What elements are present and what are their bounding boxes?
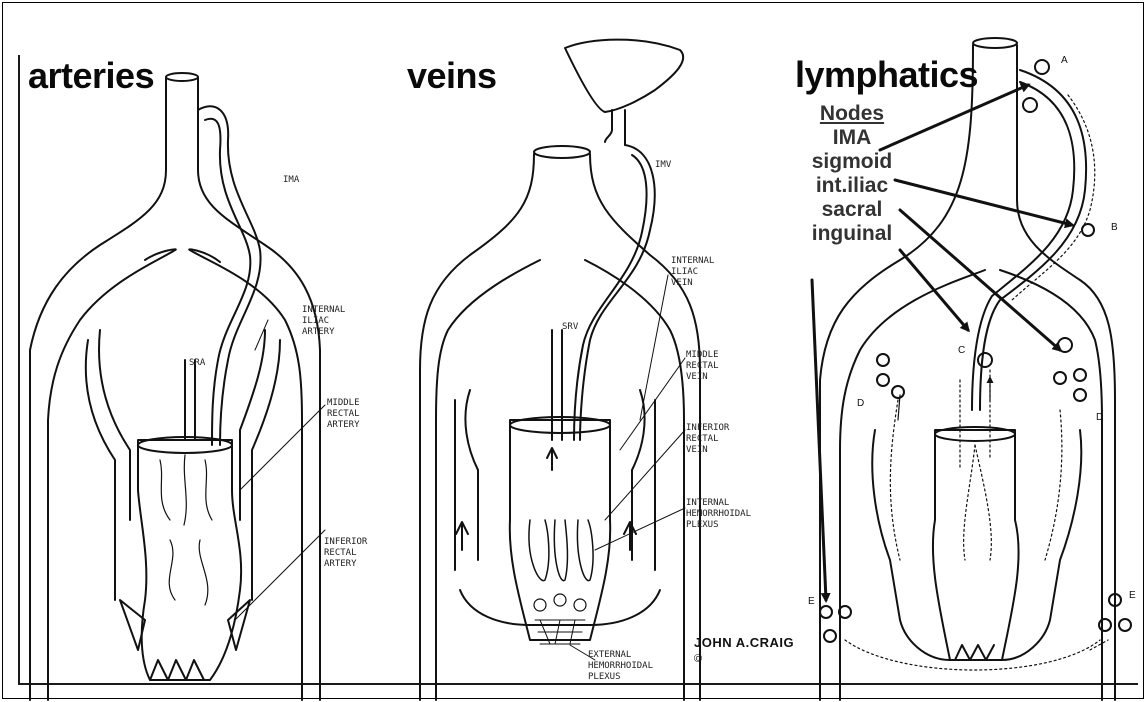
lymph-node-c: [978, 353, 992, 367]
letter-d-left: D: [857, 398, 864, 409]
right-internal-iliac-outer: [252, 340, 280, 600]
arrow-sigmoid: [895, 180, 1072, 225]
arteries-title: arteries: [28, 58, 154, 94]
label-inferior-rectal-artery: INFERIOR RECTAL ARTERY: [324, 537, 367, 570]
lymph-node-d-left-3: [892, 386, 904, 398]
ima-vessel-inner: [205, 119, 250, 445]
lymph-nodes-list: Nodes IMA sigmoid int.iliac sacral ingui…: [796, 102, 908, 246]
lymph-aorta-opening: [973, 38, 1017, 48]
copyright-symbol: ©: [694, 653, 702, 665]
left-vein-inner: [436, 260, 540, 700]
cava-left-wall: [420, 154, 534, 700]
lymph-node-e-right-2: [1099, 619, 1111, 631]
lymph-rectum: [933, 430, 1019, 660]
hemorrhoidal-columns: [529, 520, 593, 581]
label-external-hemorrhoidal-plexus: EXTERNAL HEMORRHOIDAL PLEXUS: [588, 650, 653, 683]
lymph-node-a: [1035, 60, 1049, 74]
aorta-left-wall: [30, 78, 166, 700]
node-label-inguinal: inguinal: [796, 222, 908, 246]
arteries-leaders: [235, 320, 325, 620]
imv-vessel: [580, 145, 655, 440]
lymph-node-d-left-2: [877, 374, 889, 386]
anal-folds: [150, 660, 204, 680]
lymph-node-d-right-3: [1074, 389, 1086, 401]
letter-d-right: D: [1096, 412, 1103, 423]
lymph-ima: [980, 70, 1086, 410]
left-iliac-inner: [48, 250, 175, 700]
cava-opening: [534, 146, 590, 158]
label-middle-rectal-vein: MIDDLE RECTAL VEIN: [686, 350, 719, 383]
portal-vein: [605, 110, 625, 145]
letter-b: B: [1111, 222, 1118, 233]
label-imv: IMV: [655, 160, 671, 171]
node-label-ima: IMA: [796, 126, 908, 150]
imv-vessel-inner: [574, 155, 647, 440]
veins-drawing: [420, 40, 700, 700]
lymph-side-left: [872, 430, 950, 660]
label-internal-iliac-vein: INTERNAL ILIAC VEIN: [671, 256, 714, 289]
nodes-heading: Nodes: [796, 102, 908, 126]
lymph-node-e-right-3: [1119, 619, 1131, 631]
rectum-body: [138, 440, 241, 680]
label-srv: SRV: [562, 322, 578, 333]
external-plexus-b: [554, 594, 566, 606]
label-ima-artery: IMA: [283, 175, 299, 186]
srv-vessel: [552, 330, 562, 440]
letter-a: A: [1061, 55, 1068, 66]
artist-signature: JOHN A.CRAIG: [694, 635, 794, 650]
lymph-ima-inner: [972, 82, 1074, 410]
rectum-veins: [160, 455, 212, 605]
arrow-up-left: [456, 522, 468, 550]
lymph-small-arrows: [898, 378, 990, 420]
lymph-dotted-paths: [890, 370, 1062, 560]
letter-e-left: E: [808, 596, 815, 607]
node-label-sigmoid: sigmoid: [796, 150, 908, 174]
lymph-node-e-left-3: [824, 630, 836, 642]
ima-vessel: [198, 106, 261, 445]
label-internal-hemorrhoidal-plexus: INTERNAL HEMORRHOIDAL PLEXUS: [686, 498, 751, 531]
lymph-node-d-right-1: [1054, 372, 1066, 384]
lymph-node-a2: [1023, 98, 1037, 112]
lymph-anal-folds: [955, 645, 994, 660]
lymph-node-d-right-2: [1074, 369, 1086, 381]
lymph-node-b: [1082, 224, 1094, 236]
external-plexus-a: [534, 599, 546, 611]
node-label-sacral: sacral: [796, 198, 908, 222]
label-middle-rectal-artery: MIDDLE RECTAL ARTERY: [327, 398, 360, 431]
lymph-side-right: [1002, 430, 1081, 660]
veins-title: veins: [407, 58, 497, 94]
lymph-iliac-left-inner: [840, 270, 985, 700]
arrow-up-rectum: [547, 448, 557, 470]
lymph-node-d-left-1: [877, 354, 889, 366]
letter-e-right: E: [1129, 590, 1136, 601]
label-inferior-rectal-vein: INFERIOR RECTAL VEIN: [686, 423, 729, 456]
lymph-node-e-left-1: [820, 606, 832, 618]
levator-right: [228, 600, 250, 650]
lymphatics-title: lymphatics: [795, 57, 978, 93]
aorta-opening: [166, 73, 198, 81]
sra-vessel: [185, 360, 195, 440]
liver: [565, 40, 683, 112]
label-sra: SRA: [189, 358, 205, 369]
arteries-drawing: [30, 73, 325, 700]
external-plexus-c: [574, 599, 586, 611]
letter-c: C: [958, 345, 965, 356]
veins-rectum: [510, 420, 610, 640]
veins-side-left: [455, 390, 478, 570]
label-internal-iliac-artery: INTERNAL ILIAC ARTERY: [302, 305, 345, 338]
node-label-int-iliac: int.iliac: [796, 174, 908, 198]
right-vein-inner: [585, 260, 684, 700]
